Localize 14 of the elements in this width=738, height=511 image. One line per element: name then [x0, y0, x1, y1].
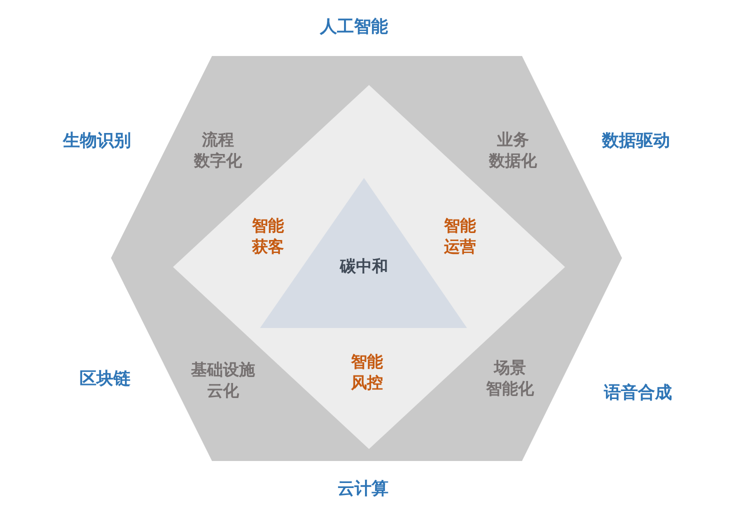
outer-label: 云计算 — [338, 478, 388, 500]
diamond-text: 智能获客 — [252, 216, 284, 258]
diamond-text: 智能运营 — [444, 216, 476, 258]
outer-label: 区块链 — [80, 368, 130, 390]
hexagon-text: 业务数据化 — [489, 130, 537, 172]
diamond-text: 智能风控 — [351, 352, 383, 394]
triangle-text: 碳中和 — [340, 256, 388, 278]
hexagon-text: 基础设施云化 — [191, 360, 255, 402]
hexagon-text: 流程数字化 — [194, 130, 242, 172]
outer-label: 语音合成 — [604, 382, 672, 404]
hexagon-text: 场景智能化 — [486, 358, 534, 400]
outer-label: 人工智能 — [320, 16, 388, 38]
outer-label: 生物识别 — [63, 130, 131, 152]
outer-label: 数据驱动 — [602, 130, 670, 152]
